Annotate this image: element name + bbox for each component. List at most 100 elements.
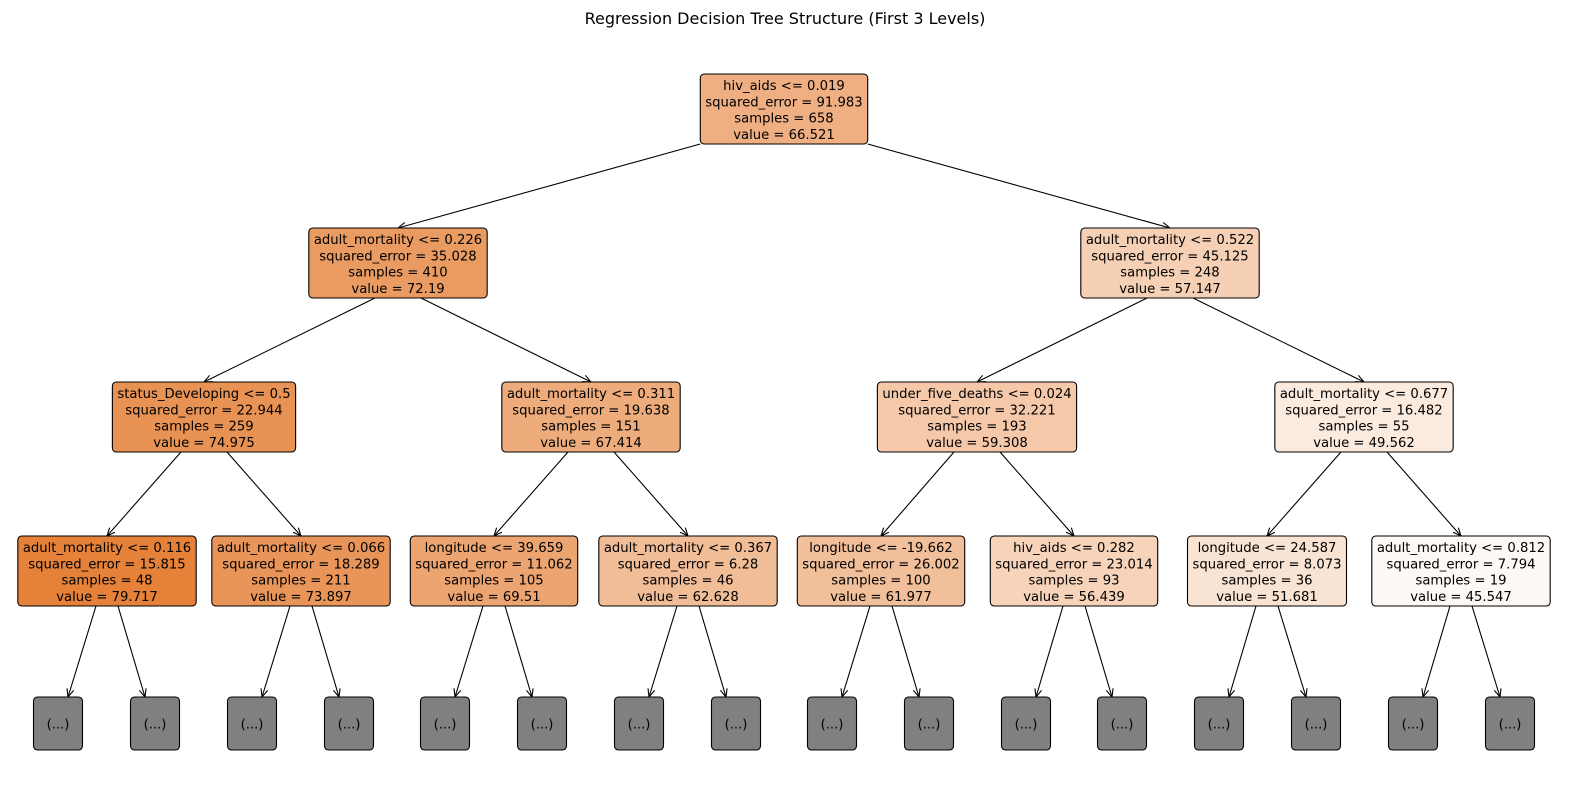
tree-node-line: samples = 211 <box>251 574 350 589</box>
truncated-node: (...) <box>226 696 278 751</box>
tree-node-line: squared_error = 19.638 <box>512 403 669 418</box>
tree-node-line: squared_error = 7.794 <box>1386 557 1535 572</box>
tree-node-line: samples = 248 <box>1120 266 1219 281</box>
truncated-node-label: (...) <box>918 718 941 733</box>
tree-edge <box>613 451 688 536</box>
truncated-node-label: (...) <box>338 718 361 733</box>
tree-node-box <box>989 535 1159 607</box>
tree-node-line: squared_error = 35.028 <box>319 249 476 264</box>
tree-node-line: value = 73.897 <box>250 590 352 605</box>
tree-node-line: samples = 48 <box>61 574 152 589</box>
tree-node-n5: under_five_deaths <= 0.024squared_error … <box>876 381 1078 453</box>
tree-edge <box>1386 451 1461 536</box>
tree-node-line: squared_error = 91.983 <box>705 95 862 110</box>
truncated-node: (...) <box>323 696 375 751</box>
tree-edge <box>398 143 701 228</box>
tree-node-line: longitude <= 24.587 <box>1198 541 1337 556</box>
tree-edge <box>1229 605 1257 697</box>
tree-node-line: samples = 105 <box>444 574 543 589</box>
truncated-node-label: (...) <box>1208 718 1231 733</box>
truncated-node-label: (...) <box>821 718 844 733</box>
tree-node-line: samples = 151 <box>541 420 640 435</box>
chart-title: Regression Decision Tree Structure (Firs… <box>585 9 986 28</box>
tree-node-line: adult_mortality <= 0.311 <box>507 387 675 402</box>
tree-edge <box>867 143 1170 228</box>
tree-node-line: value = 49.562 <box>1313 436 1415 451</box>
tree-node-line: value = 69.51 <box>447 590 540 605</box>
truncated-node-label: (...) <box>725 718 748 733</box>
tree-node-line: samples = 410 <box>348 266 447 281</box>
tree-node-line: under_five_deaths <= 0.024 <box>882 387 1071 402</box>
truncated-node: (...) <box>1096 696 1148 751</box>
truncated-node-label: (...) <box>1402 718 1425 733</box>
truncated-node: (...) <box>516 696 568 751</box>
tree-edge <box>204 297 376 382</box>
tree-node-line: adult_mortality <= 0.066 <box>217 541 385 556</box>
truncated-node-box <box>1387 696 1439 751</box>
tree-node-line: squared_error = 15.815 <box>28 557 185 572</box>
truncated-node-box <box>1000 696 1052 751</box>
tree-node-line: value = 72.19 <box>351 282 444 297</box>
tree-edge <box>311 605 339 697</box>
tree-node-line: value = 56.439 <box>1023 590 1125 605</box>
truncated-node: (...) <box>1000 696 1052 751</box>
truncated-node: (...) <box>806 696 858 751</box>
truncated-node: (...) <box>129 696 181 751</box>
tree-node-line: adult_mortality <= 0.226 <box>314 233 482 248</box>
truncated-node-label: (...) <box>531 718 554 733</box>
tree-node-line: value = 45.547 <box>1410 590 1512 605</box>
tree-node-line: longitude <= -19.662 <box>809 541 953 556</box>
tree-node-box <box>409 535 579 607</box>
tree-node-line: squared_error = 45.125 <box>1091 249 1248 264</box>
tree-node-line: squared_error = 22.944 <box>125 403 282 418</box>
truncated-node-label: (...) <box>1111 718 1134 733</box>
tree-node-line: samples = 93 <box>1028 574 1119 589</box>
truncated-node: (...) <box>1484 696 1536 751</box>
truncated-node-box <box>806 696 858 751</box>
tree-edge <box>68 605 97 697</box>
truncated-node-label: (...) <box>1499 718 1522 733</box>
tree-edge <box>842 605 871 697</box>
tree-node-box <box>1274 381 1454 453</box>
tree-node-box <box>211 535 391 607</box>
tree-node-line: samples = 259 <box>154 420 253 435</box>
truncated-node-label: (...) <box>47 718 70 733</box>
tree-node-line: value = 66.521 <box>733 128 835 143</box>
tree-node-line: value = 57.147 <box>1119 282 1221 297</box>
tree-node-line: samples = 100 <box>831 574 930 589</box>
truncated-node: (...) <box>903 696 955 751</box>
truncated-node-box <box>129 696 181 751</box>
truncated-node-box <box>1484 696 1536 751</box>
truncated-node-box <box>323 696 375 751</box>
tree-edge <box>1192 297 1364 382</box>
tree-edge <box>504 605 532 697</box>
tree-node-line: value = 61.977 <box>830 590 932 605</box>
tree-edge <box>891 605 919 697</box>
truncated-node-box <box>710 696 762 751</box>
truncated-node: (...) <box>32 696 84 751</box>
tree-node-line: adult_mortality <= 0.677 <box>1280 387 1448 402</box>
tree-node-box <box>501 381 681 453</box>
tree-edge <box>226 451 301 536</box>
truncated-node-label: (...) <box>144 718 167 733</box>
tree-edge <box>881 451 955 536</box>
tree-node-line: squared_error = 6.28 <box>618 557 759 572</box>
tree-node-line: value = 62.628 <box>637 590 739 605</box>
tree-edge <box>420 297 591 382</box>
truncated-node: (...) <box>613 696 665 751</box>
tree-node-line: status_Developing <= 0.5 <box>117 387 290 402</box>
tree-node-line: samples = 36 <box>1221 574 1312 589</box>
tree-edge <box>698 605 726 697</box>
tree-node-line: adult_mortality <= 0.522 <box>1086 233 1254 248</box>
truncated-node: (...) <box>419 696 471 751</box>
tree-node-line: samples = 658 <box>734 112 833 127</box>
truncated-node-box <box>1193 696 1245 751</box>
